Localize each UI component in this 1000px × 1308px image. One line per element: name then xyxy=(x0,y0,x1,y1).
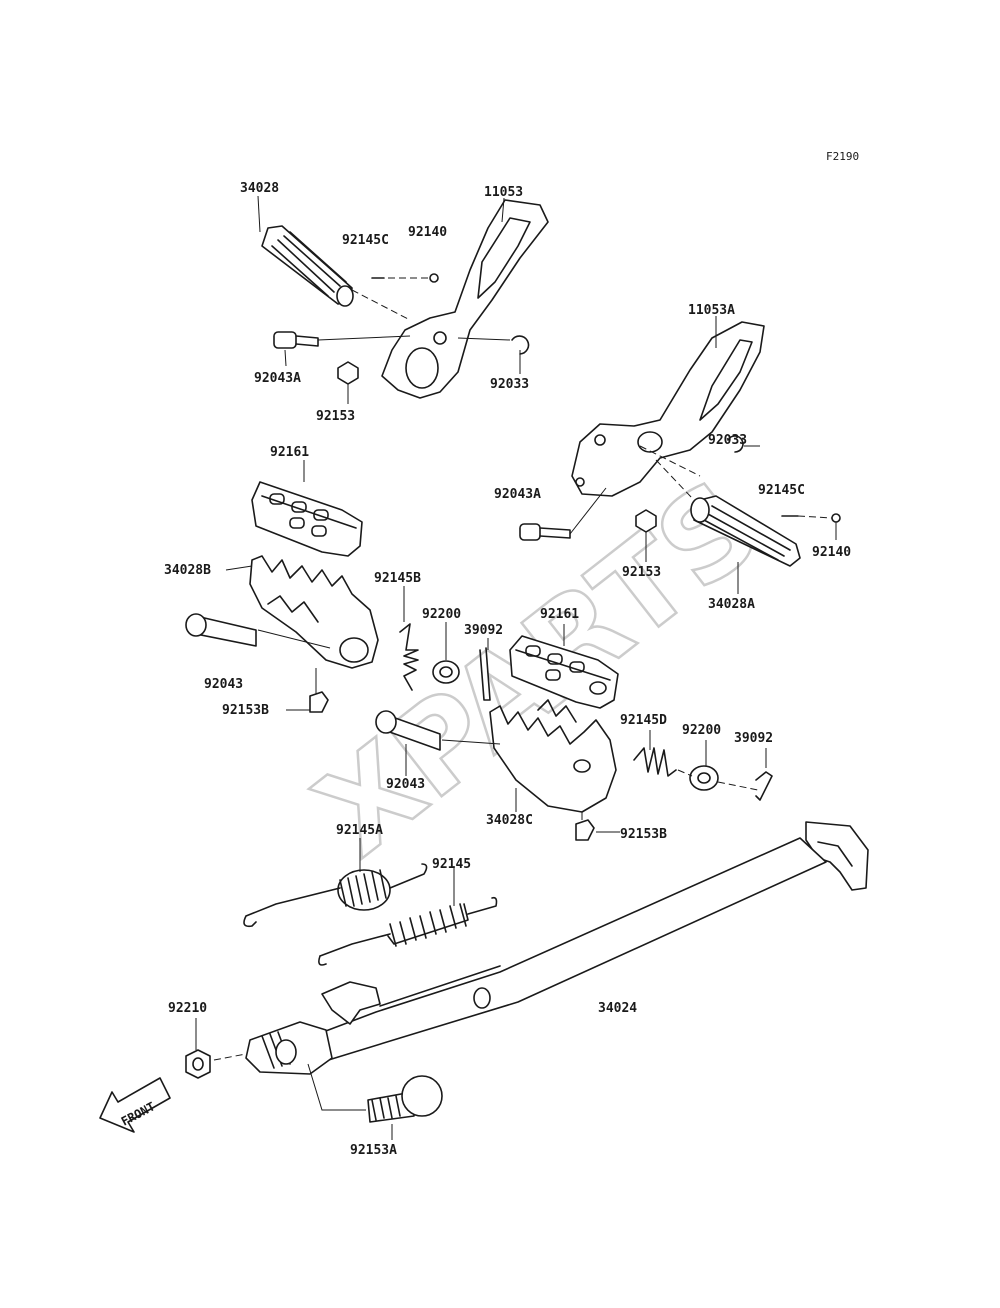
stand-spring-92145 xyxy=(318,896,498,966)
left-peg-pin-and-spring xyxy=(185,613,491,713)
label-92043-lower: 92043 xyxy=(386,777,425,792)
label-92153b: 92153B xyxy=(222,703,269,718)
stand-spring-92145a xyxy=(243,863,428,928)
label-34028: 34028 xyxy=(240,181,279,196)
label-11053a: 11053A xyxy=(688,303,735,318)
label-92043a: 92043A xyxy=(254,371,301,386)
right-peg-leads xyxy=(405,624,767,833)
label-34024: 34024 xyxy=(598,1001,637,1016)
label-92210: 92210 xyxy=(168,1001,207,1016)
left-peg-body xyxy=(249,555,379,669)
label-92145: 92145 xyxy=(432,857,471,872)
label-34028b: 34028B xyxy=(164,563,211,578)
left-footpeg-hardware xyxy=(273,273,530,385)
right-footpeg-bracket xyxy=(571,321,765,497)
label-92145d: 92145D xyxy=(620,713,667,728)
left-footpeg-bracket xyxy=(381,199,549,399)
label-92200: 92200 xyxy=(422,607,461,622)
label-92140-right: 92140 xyxy=(812,545,851,560)
label-92033-right: 92033 xyxy=(708,433,747,448)
label-92043a-right: 92043A xyxy=(494,487,541,502)
right-peg-body xyxy=(489,699,617,813)
label-92145a: 92145A xyxy=(336,823,383,838)
label-11053: 11053 xyxy=(484,185,523,200)
left-peg-rubber xyxy=(251,481,363,557)
label-92033: 92033 xyxy=(490,377,529,392)
label-92153-right: 92153 xyxy=(622,565,661,580)
label-92200-right: 92200 xyxy=(682,723,721,738)
label-92145c-right: 92145C xyxy=(758,483,805,498)
label-92043: 92043 xyxy=(204,677,243,692)
label-39092-right: 39092 xyxy=(734,731,773,746)
stand-hardware xyxy=(185,1049,443,1123)
figure-code: F2190 xyxy=(826,150,859,163)
label-34028c: 34028C xyxy=(486,813,533,828)
label-39092: 39092 xyxy=(464,623,503,638)
stand-leads xyxy=(195,1018,393,1140)
label-92153: 92153 xyxy=(316,409,355,424)
left-leads xyxy=(257,195,521,404)
right-peg-rubber xyxy=(509,635,619,709)
right-peg-pin-and-spring xyxy=(375,710,773,841)
spring-leads xyxy=(359,838,455,906)
label-92161-lower: 92161 xyxy=(540,607,579,622)
label-92161: 92161 xyxy=(270,445,309,460)
label-92140: 92140 xyxy=(408,225,447,240)
label-34028a: 34028A xyxy=(708,597,755,612)
right-footpeg-rubber xyxy=(690,495,801,567)
label-92145b: 92145B xyxy=(374,571,421,586)
left-footpeg-rubber xyxy=(261,225,354,307)
front-arrow-icon: FRONT xyxy=(99,1077,171,1133)
label-92145c: 92145C xyxy=(342,233,389,248)
label-92153a: 92153A xyxy=(350,1143,397,1158)
side-stand xyxy=(245,821,869,1075)
label-92153b-right: 92153B xyxy=(620,827,667,842)
right-leads xyxy=(569,316,837,594)
left-peg-leads xyxy=(225,460,489,711)
